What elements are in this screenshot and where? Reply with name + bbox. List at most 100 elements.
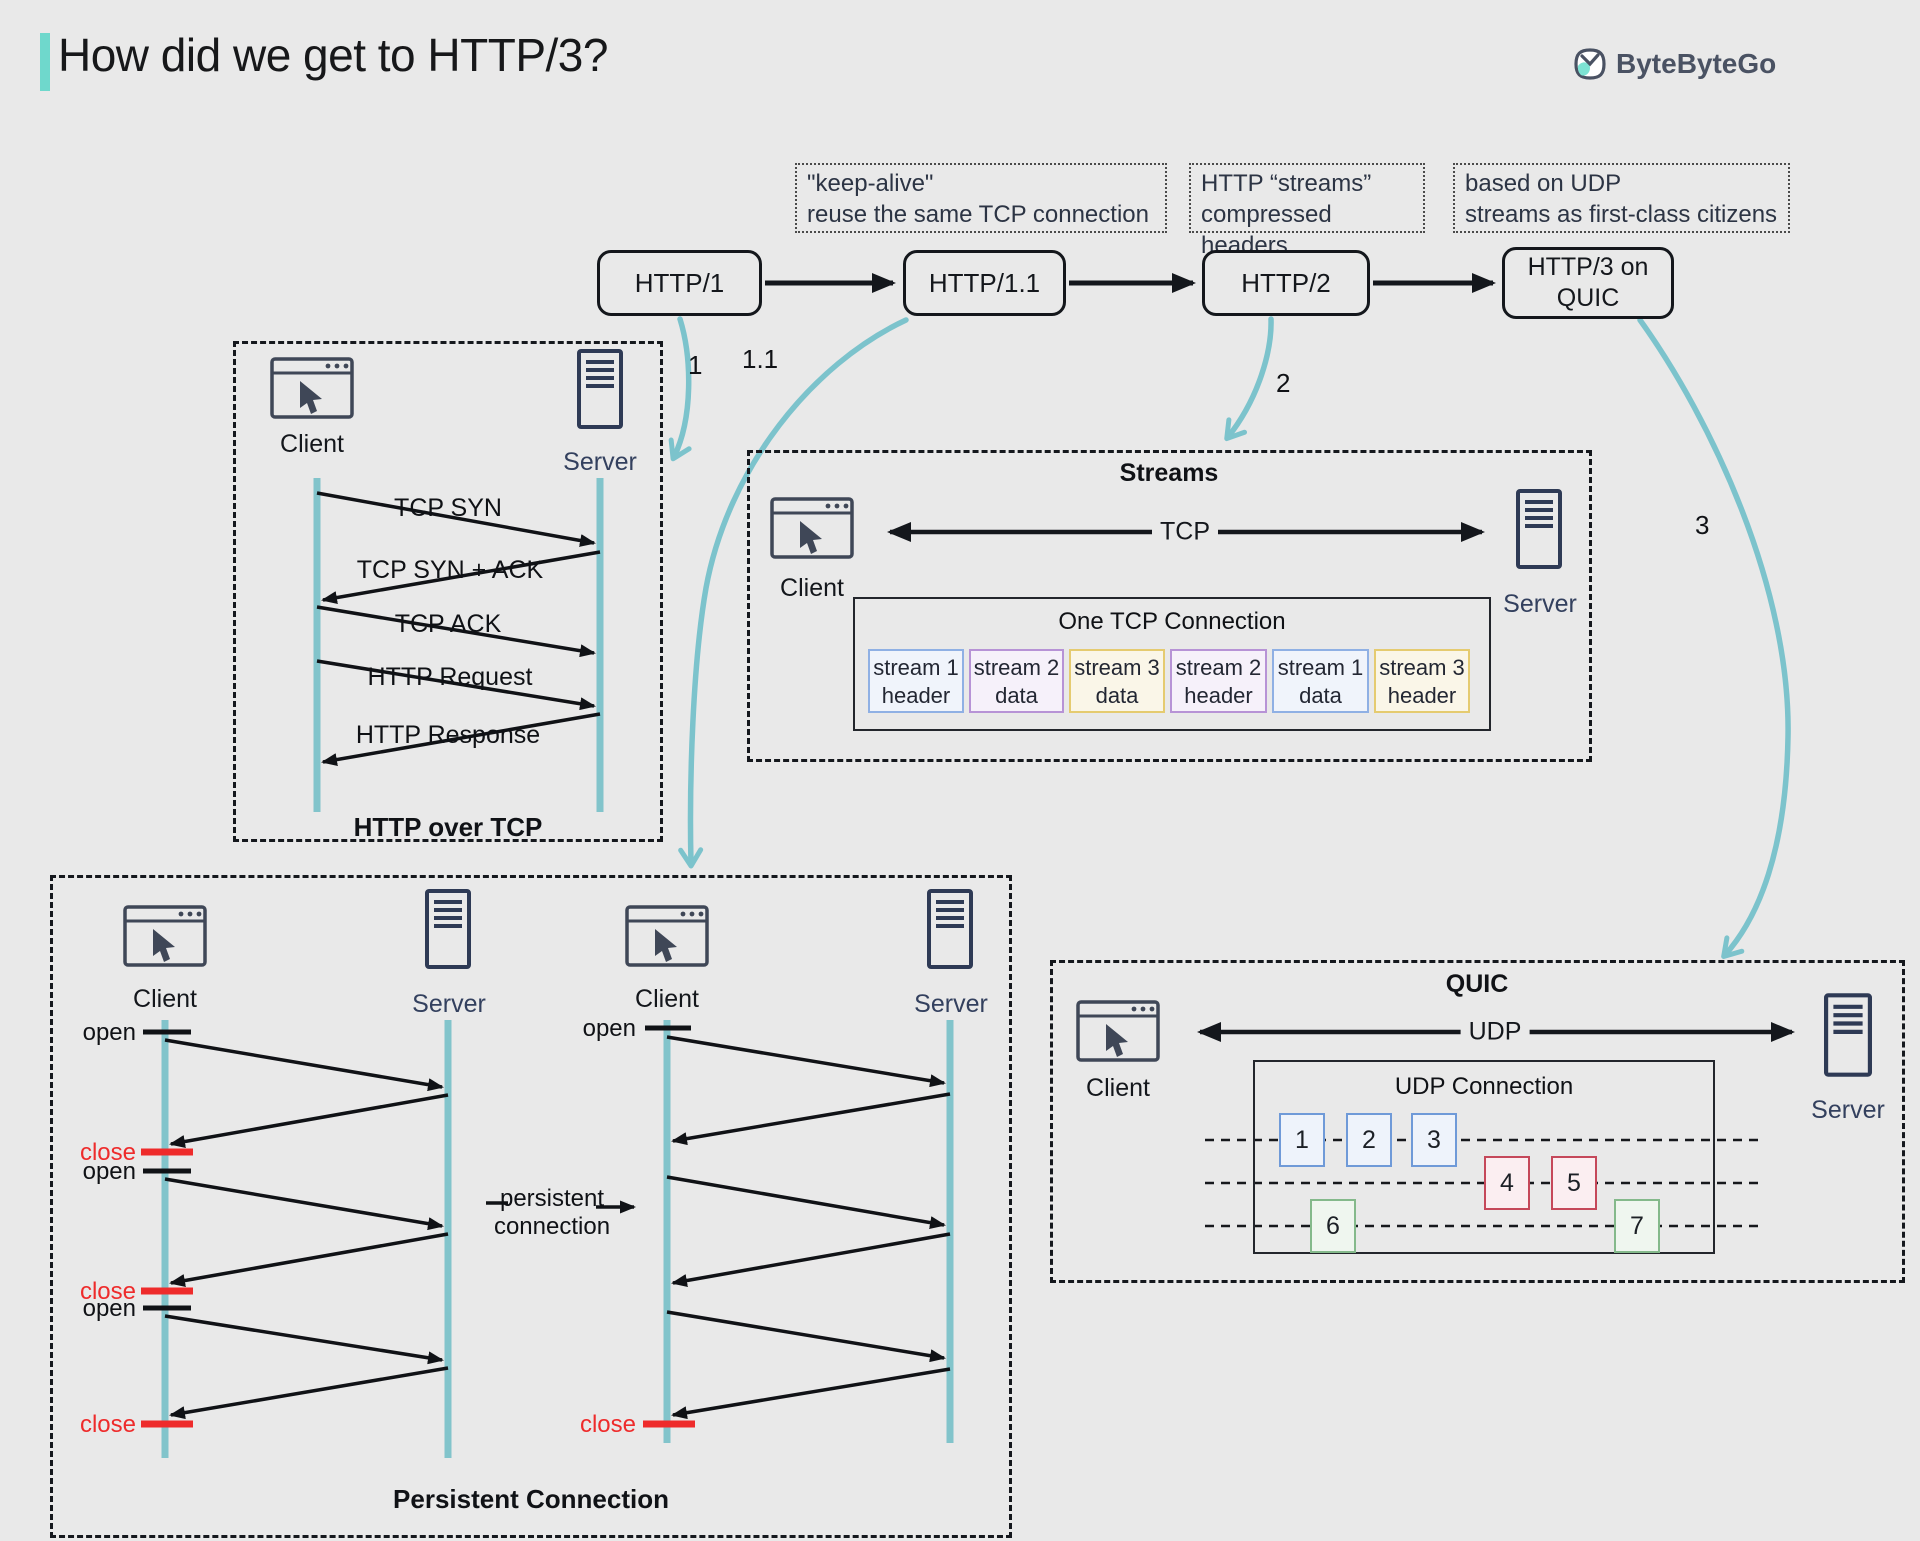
server-icon — [577, 349, 623, 434]
close-label: close — [579, 1411, 636, 1438]
branch-curve-3 — [1637, 317, 1791, 959]
cursor-icon — [1106, 1024, 1128, 1057]
server-frame — [425, 889, 471, 969]
stream-cell-line: header — [881, 683, 951, 708]
pl-arrow-2 — [169, 1093, 449, 1148]
branch-curve-2 — [1224, 316, 1274, 442]
msg-http-response — [321, 712, 601, 767]
stream-cell-line: data — [995, 683, 1038, 708]
browser-icon — [270, 357, 354, 424]
open-ticks — [143, 1025, 691, 1311]
flow-node-http1: HTTP/1 — [597, 250, 762, 316]
streams-title: Streams — [1119, 459, 1219, 487]
server-icon — [1824, 993, 1872, 1082]
flow-node-http11: HTTP/1.1 — [903, 250, 1066, 316]
branch-label-2: 2 — [1276, 368, 1291, 398]
stream-cell-line: header — [1387, 683, 1457, 708]
page-title: How did we get to HTTP/3? — [58, 29, 608, 81]
lifelines — [161, 478, 954, 1458]
browser-dot — [196, 911, 202, 917]
msg-label-tcp-syn-ack: TCP SYN + ACK — [356, 556, 544, 584]
cursor-icon — [800, 521, 822, 554]
msg-tcp-syn-ack — [321, 550, 601, 605]
quic-client-label: Client — [1086, 1074, 1150, 1102]
udp-packet: 2 — [1346, 1113, 1392, 1167]
browser-dot — [1131, 1006, 1137, 1012]
tcp-messages — [316, 491, 601, 767]
pl-arrow-4 — [169, 1232, 449, 1287]
branch-curves — [668, 316, 1791, 959]
browser-dot — [187, 911, 193, 917]
stream-cell: stream 3 data — [1069, 649, 1165, 713]
pl-arrow-1 — [164, 1038, 444, 1092]
msg-http-request — [316, 659, 596, 711]
udp-packet: 6 — [1310, 1199, 1356, 1253]
udp-connection-title: UDP Connection — [1394, 1073, 1574, 1100]
close-label: close — [79, 1278, 136, 1305]
pr-arrow-5 — [666, 1310, 946, 1363]
browser-dot — [178, 911, 184, 917]
branch-label-1-1: 1.1 — [742, 344, 779, 374]
stream-cell-line: stream 1 — [1277, 655, 1364, 680]
stream-cell: stream 1 data — [1272, 649, 1369, 713]
persistent-left-arrows — [164, 1038, 449, 1420]
server-frame — [577, 349, 623, 429]
persistent-left-client-label: Client — [133, 985, 197, 1013]
one-tcp-connection-box — [853, 597, 1491, 731]
browser-dot — [689, 911, 695, 917]
browser-dot — [343, 363, 349, 369]
note-streams: HTTP “streams” compressed headers — [1189, 163, 1425, 259]
browser-frame — [770, 497, 854, 559]
cursor-icon — [300, 381, 322, 414]
udp-packet: 4 — [1484, 1156, 1530, 1210]
msg-label-http-response: HTTP Response — [355, 721, 541, 749]
browser-dot — [843, 503, 849, 509]
open-label: open — [82, 1019, 136, 1046]
persistent-annotation-line1: persistent — [499, 1185, 605, 1212]
note-line: reuse the same TCP connection — [807, 201, 1149, 228]
stream-cell-line: data — [1299, 683, 1342, 708]
flow-node-http3: HTTP/3 on QUIC — [1502, 247, 1674, 319]
stream-cell-line: data — [1095, 683, 1139, 708]
pr-arrow-2 — [671, 1092, 951, 1146]
close-label: close — [79, 1139, 136, 1166]
browser-frame — [1076, 1000, 1160, 1062]
quic-server-label: Server — [1811, 1096, 1885, 1124]
open-label: open — [82, 1295, 136, 1322]
server-frame — [1516, 489, 1562, 569]
logo-teal-blob — [1577, 62, 1590, 76]
persistent-connection-title: Persistent Connection — [393, 1484, 669, 1514]
stream-cell: stream 2 data — [969, 649, 1064, 713]
browser-dot — [825, 503, 831, 509]
flow-node-http2: HTTP/2 — [1202, 250, 1370, 316]
udp-connection-box — [1253, 1060, 1715, 1254]
server-icon — [425, 889, 471, 974]
tcp-transport-label: TCP — [1152, 517, 1218, 547]
persistent-right-arrows — [666, 1035, 951, 1420]
pl-arrow-6 — [169, 1366, 449, 1420]
udp-transport-label: UDP — [1460, 1017, 1530, 1047]
msg-label-tcp-syn: TCP SYN — [394, 494, 502, 522]
note-line: compressed headers — [1201, 201, 1332, 259]
pl-arrow-3 — [164, 1177, 444, 1231]
cursor-icon — [655, 929, 677, 962]
close-label: close — [79, 1411, 136, 1438]
pr-arrow-6 — [671, 1367, 951, 1420]
stream-cell: stream 3 header — [1374, 649, 1470, 713]
http-over-tcp-title: HTTP over TCP — [353, 812, 543, 842]
logo-check — [1580, 53, 1600, 67]
cursor-icon — [153, 929, 175, 962]
open-label: open — [82, 1158, 136, 1185]
pr-arrow-3 — [666, 1175, 946, 1230]
server-icon — [927, 889, 973, 974]
browser-dot — [834, 503, 840, 509]
stream-cell: stream 1 header — [868, 649, 964, 713]
bytebytego-logo-icon — [1572, 46, 1608, 82]
browser-dot — [1149, 1006, 1155, 1012]
branch-curve-1 — [668, 316, 692, 462]
stream-cell-line: stream 1 — [873, 655, 959, 680]
title-accent-bar — [40, 33, 50, 91]
browser-dot — [325, 363, 331, 369]
browser-dot — [680, 911, 686, 917]
